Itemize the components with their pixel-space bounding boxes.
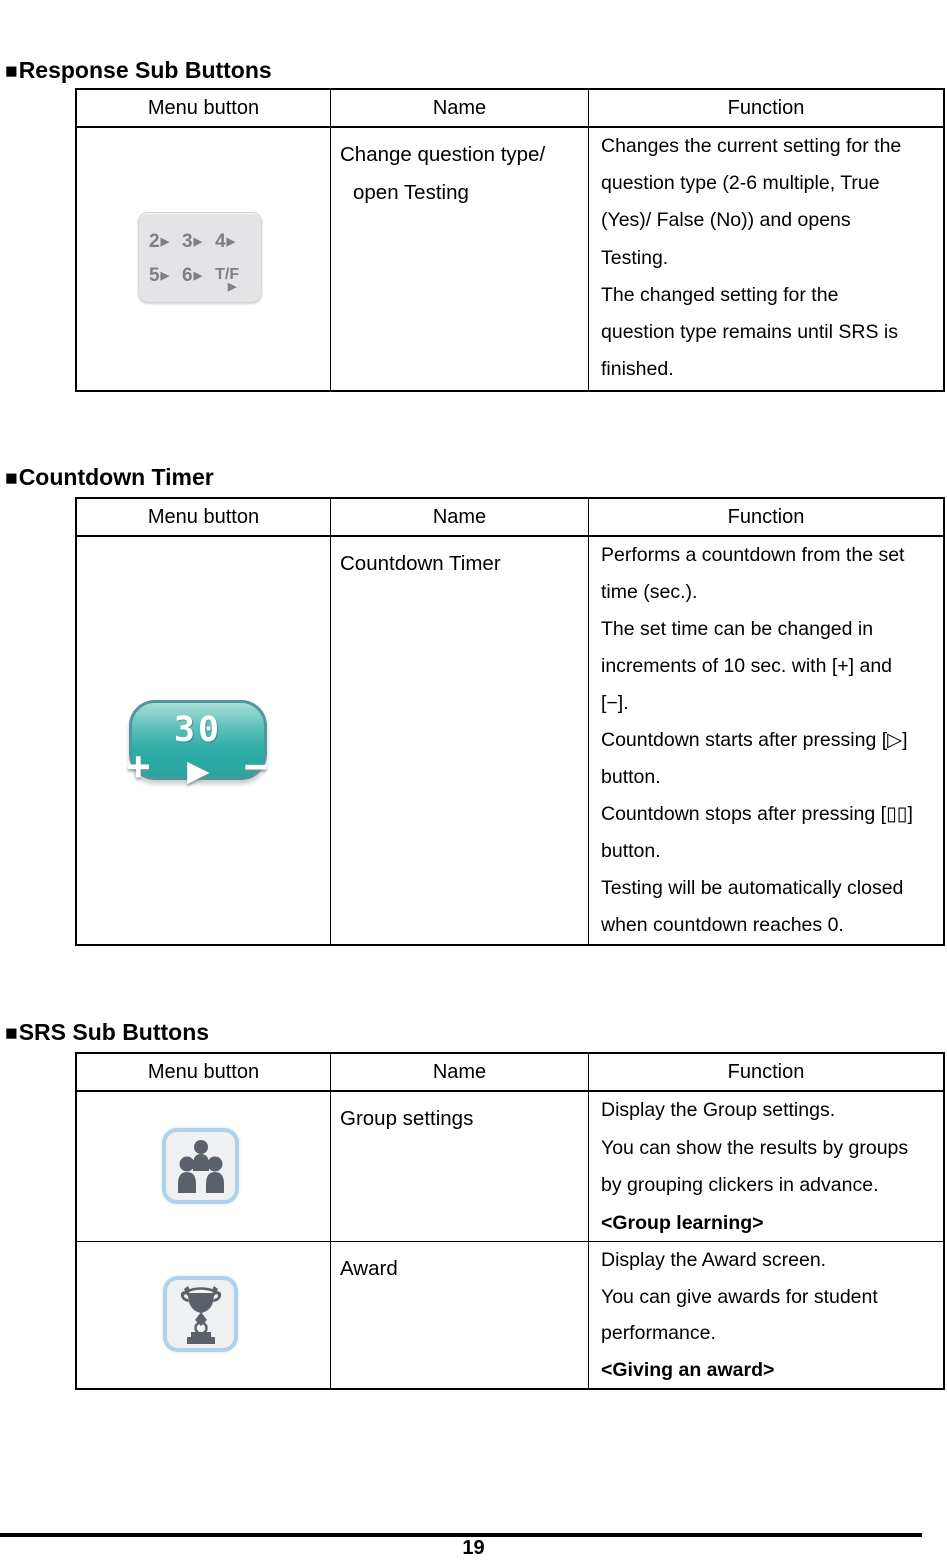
question-type-3-button: 3▶ xyxy=(182,230,203,252)
menu-button-cell: 30 + ▶ − xyxy=(77,537,331,944)
section-title: Countdown Timer xyxy=(18,464,214,490)
table-header-row: Menu button Name Function xyxy=(77,1054,943,1092)
name-cell: Countdown Timer xyxy=(331,537,589,944)
right-triangle-icon: ▶ xyxy=(227,280,237,293)
table-row-award: Award Display the Award screen. You can … xyxy=(77,1242,943,1388)
timer-value: 30 xyxy=(173,710,223,750)
header-function: Function xyxy=(727,506,805,528)
award-button xyxy=(163,1276,238,1352)
function-cell: Display the Group settings. You can show… xyxy=(601,1099,909,1234)
menu-button-cell xyxy=(77,1242,331,1388)
table-row: 2▶ 3▶ 4▶ 5▶ 6▶ T/F▶ Change question type… xyxy=(77,128,943,390)
right-triangle-icon: ▶ xyxy=(193,270,203,282)
question-type-row-2: 5▶ 6▶ T/F▶ xyxy=(149,263,261,293)
header-name: Name xyxy=(331,499,589,535)
group-people-icon xyxy=(177,1140,224,1193)
question-type-panel: 2▶ 3▶ 4▶ 5▶ 6▶ T/F▶ xyxy=(138,212,262,303)
header-menu-button: Menu button xyxy=(77,1054,331,1090)
name-cell: Award xyxy=(331,1242,589,1388)
question-type-4-button: 4▶ xyxy=(215,230,236,252)
header-menu-button: Menu button xyxy=(77,499,331,535)
menu-button-cell: 2▶ 3▶ 4▶ 5▶ 6▶ T/F▶ xyxy=(77,128,331,390)
footer-rule xyxy=(0,1533,922,1537)
section-heading-countdown: ■Countdown Timer xyxy=(5,464,214,491)
question-type-row-1: 2▶ 3▶ 4▶ xyxy=(149,229,261,255)
question-type-tf-button: T/F▶ xyxy=(215,265,240,293)
name-cell: Change question type/ open Testing xyxy=(331,128,589,390)
page-number: 19 xyxy=(462,1537,485,1559)
header-function: Function xyxy=(727,1061,805,1083)
function-cell: Performs a countdown from the set time (… xyxy=(601,544,913,936)
section-title: Response Sub Buttons xyxy=(18,57,272,83)
right-triangle-icon: ▶ xyxy=(160,236,170,248)
function-cell: Changes the current setting for the ques… xyxy=(601,135,902,381)
menu-button-cell xyxy=(77,1092,331,1241)
countdown-timer-button: 30 + ▶ − xyxy=(126,700,268,790)
header-function: Function xyxy=(727,97,805,119)
table-row: 30 + ▶ − Countdown Timer Performs a coun… xyxy=(77,537,943,944)
table-row-group-settings: Group settings Display the Group setting… xyxy=(77,1092,943,1242)
question-type-6-button: 6▶ xyxy=(182,264,203,286)
section-marker-icon: ■ xyxy=(5,467,18,490)
section-heading-response: ■Response Sub Buttons xyxy=(5,57,272,84)
header-menu-button: Menu button xyxy=(77,90,331,126)
group-settings-button xyxy=(162,1128,239,1204)
name-cell: Group settings xyxy=(331,1092,589,1241)
header-name: Name xyxy=(331,1054,589,1090)
timer-minus-icon: − xyxy=(243,743,268,790)
section-title: SRS Sub Buttons xyxy=(18,1019,210,1045)
section-marker-icon: ■ xyxy=(5,60,18,83)
header-name: Name xyxy=(331,90,589,126)
countdown-timer-table: Menu button Name Function 30 + ▶ − Count… xyxy=(75,497,945,946)
right-triangle-icon: ▶ xyxy=(226,236,236,248)
section-marker-icon: ■ xyxy=(5,1022,18,1045)
question-type-5-button: 5▶ xyxy=(149,264,170,286)
section-heading-srs: ■SRS Sub Buttons xyxy=(5,1019,209,1046)
timer-play-icon: ▶ xyxy=(187,756,209,786)
right-triangle-icon: ▶ xyxy=(160,270,170,282)
srs-sub-buttons-table: Menu button Name Function xyxy=(75,1052,945,1390)
right-triangle-icon: ▶ xyxy=(193,236,203,248)
function-cell: Display the Award screen. You can give a… xyxy=(601,1249,878,1381)
response-sub-buttons-table: Menu button Name Function 2▶ 3▶ 4▶ 5▶ 6▶… xyxy=(75,88,945,392)
table-header-row: Menu button Name Function xyxy=(77,499,943,537)
timer-plus-icon: + xyxy=(126,743,151,790)
question-type-2-button: 2▶ xyxy=(149,230,170,252)
table-header-row: Menu button Name Function xyxy=(77,90,943,128)
trophy-icon xyxy=(180,1286,221,1344)
